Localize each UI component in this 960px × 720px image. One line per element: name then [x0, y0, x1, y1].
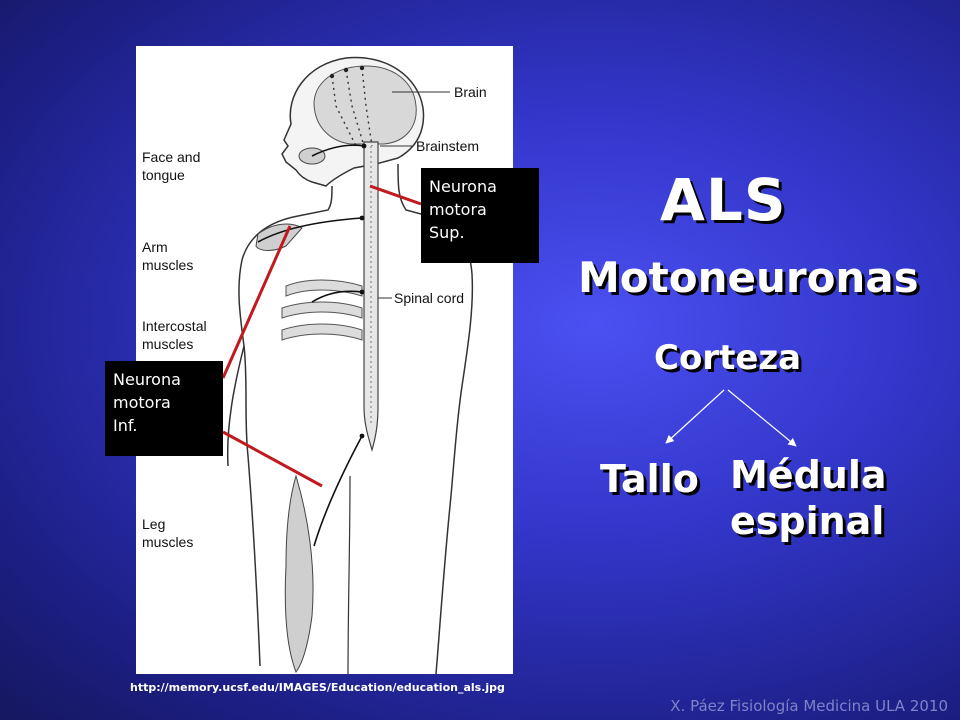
diagram-node-spinal-cord: Médula espinal: [730, 453, 887, 543]
callout-upper-line-1: Neurona: [429, 177, 497, 196]
label-face-tongue: Face and tongue: [142, 149, 201, 183]
slide-title: ALS: [660, 166, 787, 234]
slide-subtitle: Motoneuronas: [578, 253, 919, 302]
callout-lower-line-2: motora: [113, 393, 171, 412]
callout-lower-motor-neuron: Neurona motora Inf.: [105, 361, 223, 456]
label-intercostal-muscles: Intercostal muscles: [142, 318, 207, 352]
diagram-node-cortex: Corteza: [654, 338, 802, 378]
callout-lower-line-3: Inf.: [113, 416, 138, 435]
callout-upper-motor-neuron: Neurona motora Sup.: [421, 168, 539, 263]
label-leg-muscles: Leg muscles: [142, 516, 194, 550]
diagram-node-brainstem: Tallo: [600, 457, 699, 501]
callout-upper-line-3: Sup.: [429, 223, 465, 242]
label-spinal-cord: Spinal cord: [394, 290, 465, 306]
image-source-url: http://memory.ucsf.edu/IMAGES/Education/…: [130, 681, 505, 694]
label-brain: Brain: [454, 84, 487, 100]
footer-credit: X. Páez Fisiología Medicina ULA 2010: [670, 697, 948, 715]
label-brainstem: Brainstem: [416, 138, 480, 154]
callout-lower-line-1: Neurona: [113, 370, 181, 389]
label-arm-muscles: Arm muscles: [142, 239, 194, 273]
callout-upper-line-2: motora: [429, 200, 487, 219]
